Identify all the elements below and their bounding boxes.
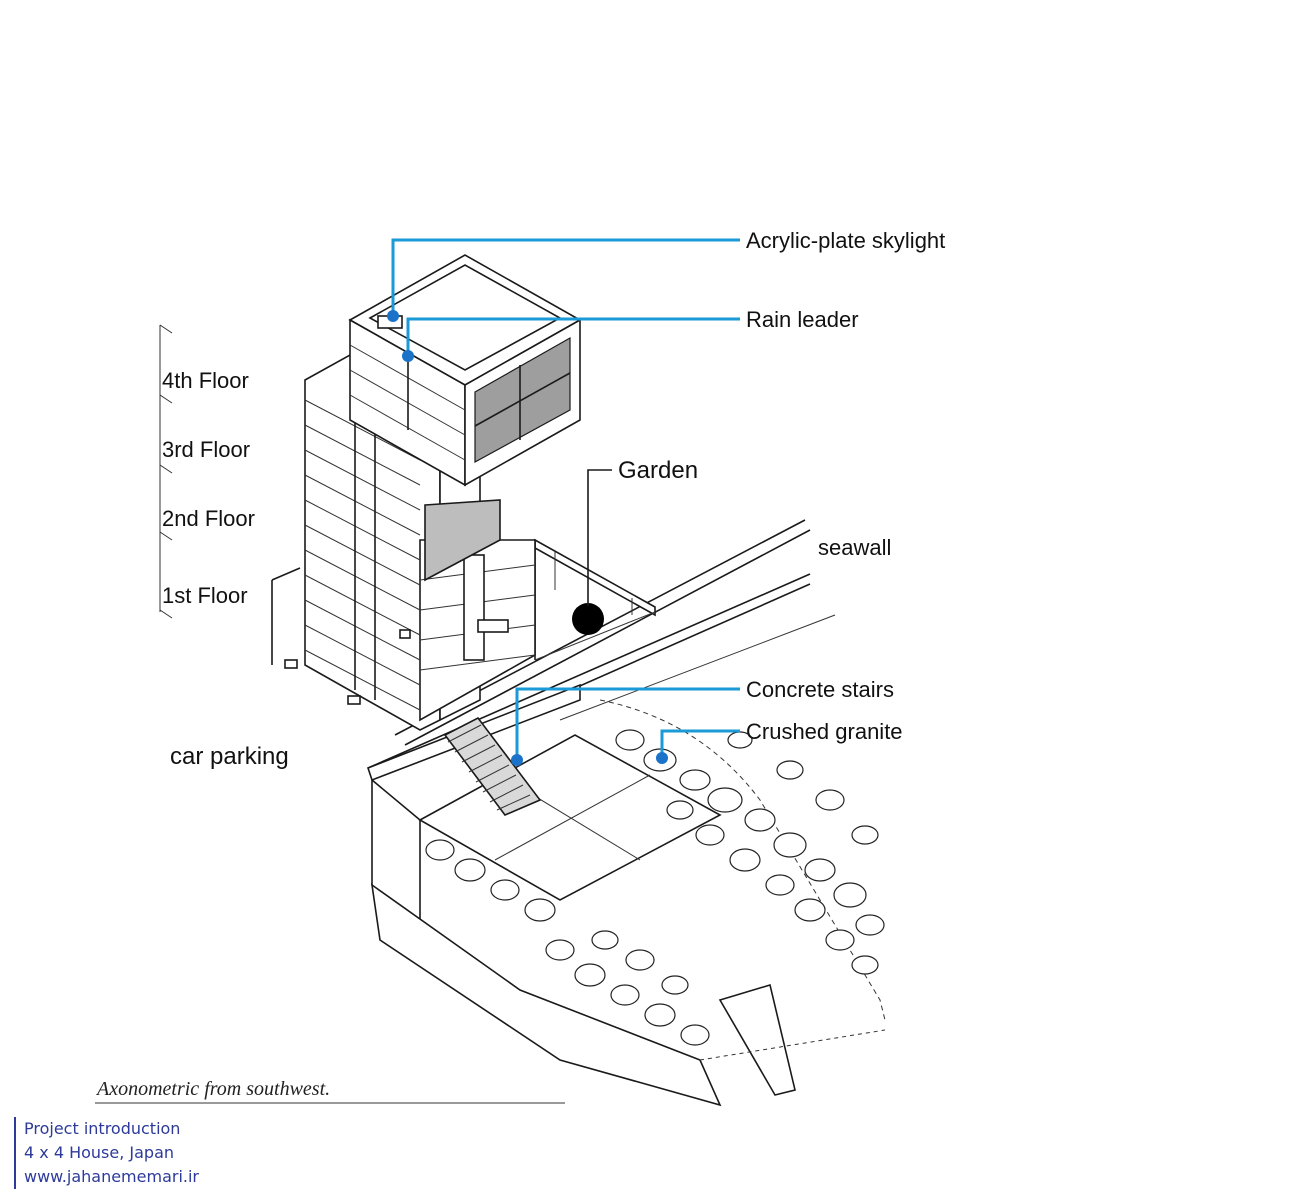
floor-label-2: 2nd Floor <box>162 506 255 531</box>
crushed-granite-rocks <box>425 729 885 1046</box>
floor-scale <box>159 324 173 619</box>
callout-crushed-granite: Crushed granite <box>746 719 903 744</box>
tower-lower <box>271 354 536 731</box>
garden-label: Garden <box>618 457 698 484</box>
stairs-marker <box>511 754 523 766</box>
beach-area <box>367 683 886 1107</box>
garden-enclosure <box>534 538 656 661</box>
garden-tree-marker <box>572 603 604 635</box>
callout-acrylic-skylight: Acrylic-plate skylight <box>746 228 945 253</box>
callout-leaders <box>391 238 740 760</box>
floor-label-4: 4th Floor <box>162 368 249 393</box>
concrete-stairs <box>443 716 542 816</box>
footer-credits: Project introduction 4 x 4 House, Japan … <box>14 1117 199 1189</box>
footer-line-project: Project introduction <box>24 1119 181 1138</box>
skylight-marker <box>387 310 399 322</box>
rain-leader-marker <box>402 350 414 362</box>
floor-label-1: 1st Floor <box>162 583 248 608</box>
seawall-label: seawall <box>818 535 891 560</box>
floor-label-3: 3rd Floor <box>162 437 250 462</box>
callout-rain-leader: Rain leader <box>746 307 859 332</box>
figure-caption: Axonometric from southwest. <box>95 1078 330 1100</box>
granite-marker <box>656 752 668 764</box>
car-parking-label: car parking <box>170 743 289 770</box>
footer-line-website: www.jahanememari.ir <box>24 1167 200 1186</box>
footer-line-title: 4 x 4 House, Japan <box>24 1143 175 1162</box>
callout-concrete-stairs: Concrete stairs <box>746 677 894 702</box>
